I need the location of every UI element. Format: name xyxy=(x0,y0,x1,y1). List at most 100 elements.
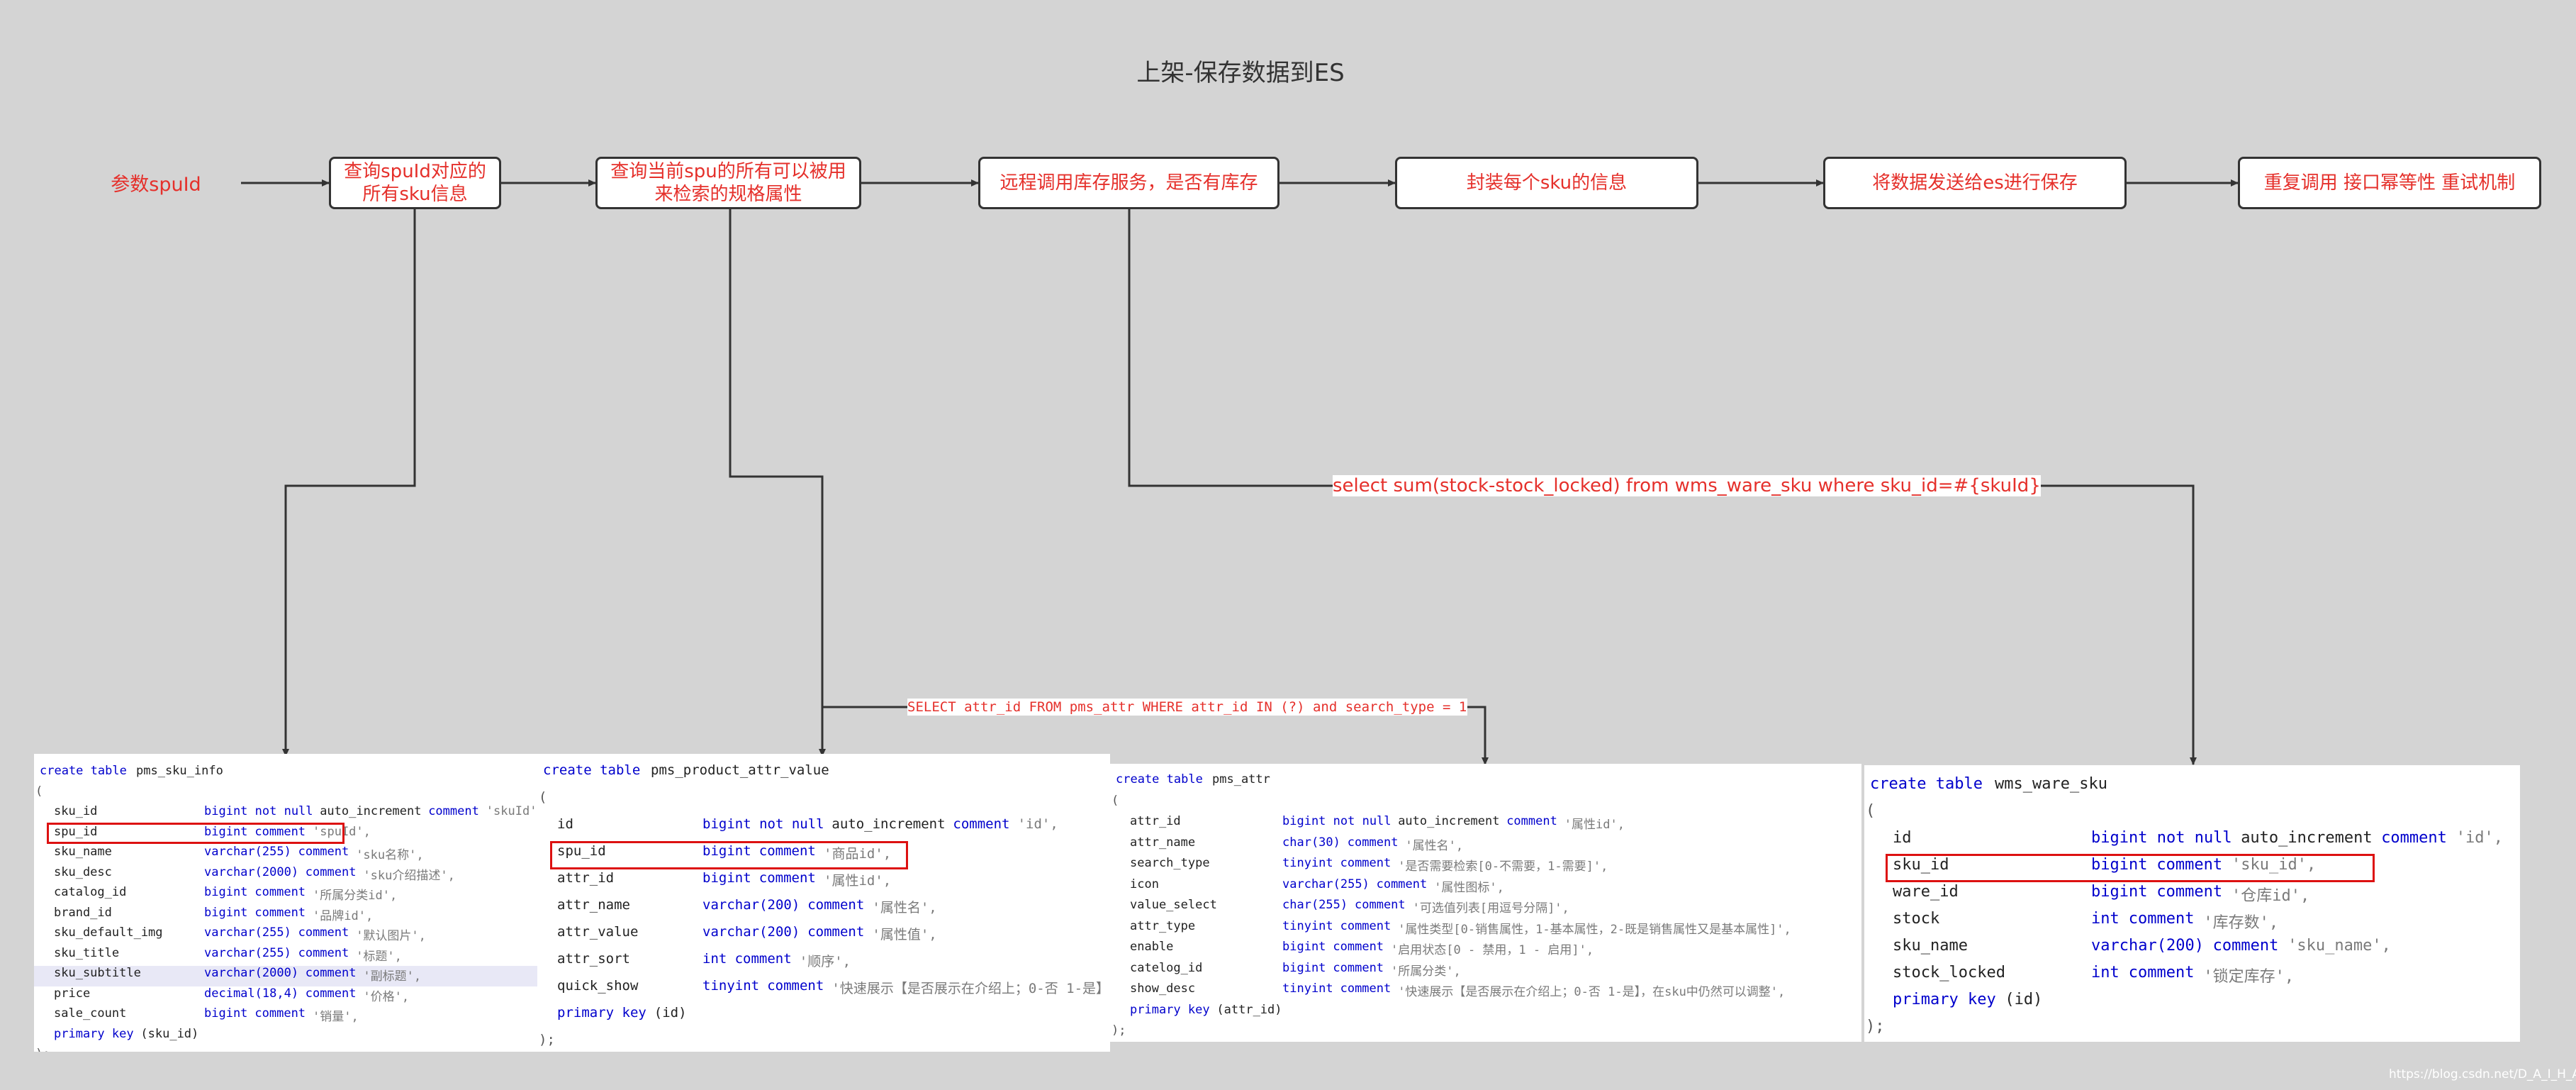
comment-keyword: comment xyxy=(807,924,865,940)
comment-keyword: comment xyxy=(254,905,306,920)
column-type: tinyint xyxy=(1282,856,1333,870)
column-name: attr_name xyxy=(557,897,630,913)
column-comment: '仓库id', xyxy=(2231,887,2310,905)
column-type: decimal(18,4) xyxy=(204,986,299,1001)
column-type: varchar(255) xyxy=(204,925,291,940)
highlight-box-sku_id xyxy=(1886,854,2375,882)
column-type: bigint xyxy=(204,885,248,899)
comment-keyword: comment xyxy=(2156,883,2223,901)
column-type: varchar(255) xyxy=(1282,877,1370,891)
column-comment: 'spuId', xyxy=(313,824,371,839)
column-extra: auto_increment xyxy=(2241,829,2373,847)
column-type: bigint xyxy=(2091,856,2148,874)
column-name: stock xyxy=(1893,910,1940,928)
column-name: sale_count xyxy=(54,1006,127,1021)
column-name: id xyxy=(1893,829,1912,847)
column-comment: '可选值列表[用逗号分隔]', xyxy=(1412,901,1569,916)
comment-keyword: comment xyxy=(254,885,306,899)
column-comment: 'id', xyxy=(2455,829,2504,847)
column-type: varchar(200) xyxy=(2091,937,2204,955)
primary-key-column: (id) xyxy=(2005,991,2043,1008)
node-query-sku: 查询spuId对应的所有sku信息 xyxy=(329,157,501,209)
column-name: icon xyxy=(1130,877,1159,891)
column-comment: '销量', xyxy=(313,1010,359,1024)
column-type: bigint not null xyxy=(2091,829,2232,847)
column-type: varchar(2000) xyxy=(204,864,299,879)
column-type: bigint not null xyxy=(1282,814,1391,828)
column-name: sku_name xyxy=(54,845,112,859)
column-type: varchar(255) xyxy=(204,845,291,859)
column-comment: '属性id', xyxy=(824,873,892,889)
primary-key-column: (sku_id) xyxy=(140,1026,199,1041)
column-comment: '属性名', xyxy=(1405,838,1464,853)
column-type: bigint not null xyxy=(204,804,313,818)
column-name: catalog_id xyxy=(54,885,127,899)
column-comment: 'sku_name', xyxy=(2287,937,2391,955)
column-type: int xyxy=(2091,964,2119,981)
column-type: varchar(200) xyxy=(702,897,800,913)
column-row: icon varchar(255) comment '属性图标', xyxy=(1110,877,1861,899)
column-comment: '顺序', xyxy=(799,954,851,969)
column-comment: '属性id', xyxy=(1564,818,1625,832)
comment-keyword: comment xyxy=(2156,856,2223,874)
comment-keyword: comment xyxy=(1333,940,1384,954)
highlight-box-spu_id xyxy=(47,822,345,844)
comment-keyword: comment xyxy=(758,843,816,859)
comment-keyword: comment xyxy=(1355,898,1406,912)
table-name: pms_product_attr_value xyxy=(651,762,829,778)
comment-keyword: comment xyxy=(758,870,816,886)
node-query-attrs: 查询当前spu的所有可以被用来检索的规格属性 xyxy=(595,157,861,209)
comment-keyword: comment xyxy=(1340,856,1391,870)
column-name: attr_type xyxy=(1130,918,1196,933)
column-comment: '标题', xyxy=(356,949,402,964)
column-name: sku_name xyxy=(1893,937,1968,955)
comment-keyword: comment xyxy=(767,978,824,994)
column-type: char(255) xyxy=(1282,898,1348,912)
column-name: price xyxy=(54,986,91,1001)
open-paren-text: ( xyxy=(1866,802,1876,820)
column-type: bigint xyxy=(702,843,751,859)
column-type: tinyint xyxy=(1282,918,1333,933)
column-name: spu_id xyxy=(54,824,98,839)
column-comment: '所属分类', xyxy=(1391,964,1461,979)
column-name: ware_id xyxy=(1893,883,1959,901)
column-type: int xyxy=(2091,910,2119,928)
open-paren-text: ( xyxy=(539,789,547,805)
primary-key-column: (id) xyxy=(654,1005,687,1021)
primary-key-keyword: primary key xyxy=(54,1026,134,1041)
node-remote-stock: 远程调用库存服务，是否有库存 xyxy=(978,157,1279,209)
column-extra: auto_increment xyxy=(831,816,946,832)
edge-node2-to-attr-value xyxy=(729,209,826,757)
comment-keyword: comment xyxy=(298,945,349,960)
comment-keyword: comment xyxy=(2212,937,2279,955)
column-name: value_select xyxy=(1130,898,1217,912)
column-name: quick_show xyxy=(557,978,639,994)
comment-keyword: comment xyxy=(1347,835,1399,850)
comment-keyword: comment xyxy=(1333,960,1384,975)
column-name: attr_name xyxy=(1130,835,1196,850)
comment-keyword: comment xyxy=(1340,981,1391,996)
column-comment: '价格', xyxy=(363,989,410,1004)
column-comment: '副标题', xyxy=(363,969,422,984)
comment-keyword: comment xyxy=(1376,877,1428,891)
node-send-es: 将数据发送给es进行保存 xyxy=(1823,157,2127,209)
column-comment: '属性图标', xyxy=(1434,880,1504,895)
column-name: search_type xyxy=(1130,856,1210,870)
